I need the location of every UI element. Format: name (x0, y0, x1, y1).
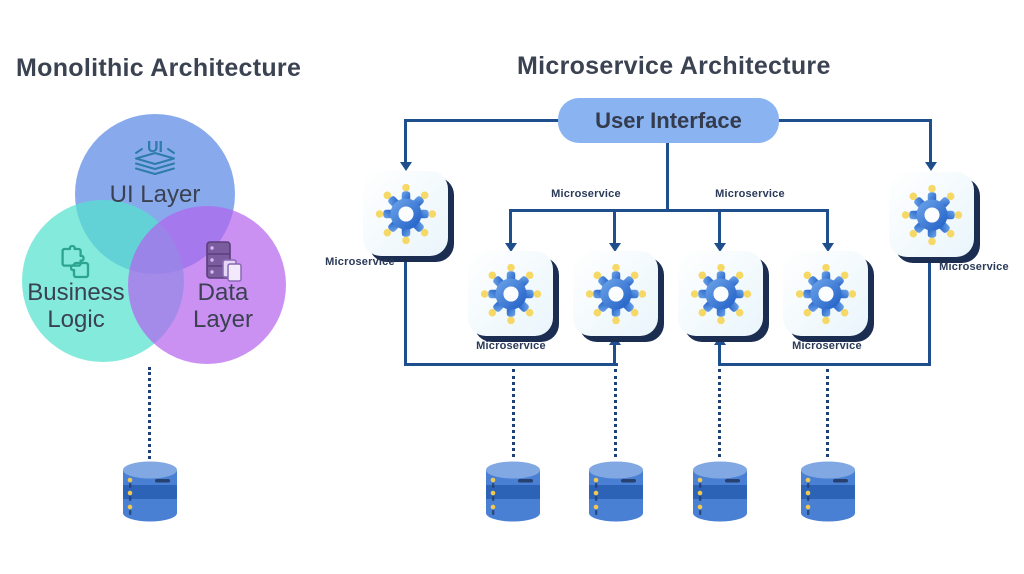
connector-line (404, 363, 618, 366)
connector-line (613, 345, 616, 366)
puzzle-icon (61, 244, 90, 279)
monolith-db-connector (148, 367, 151, 459)
user-interface-box: User Interface (558, 98, 779, 143)
database-icon (693, 461, 747, 522)
data-layer-label: Data Layer (192, 279, 254, 333)
connector-line (404, 119, 558, 122)
node-face (363, 171, 448, 256)
data-server-icon (206, 241, 242, 282)
connector-line (666, 141, 669, 212)
node-face (678, 251, 763, 336)
microservice-node-label: Microservice (325, 256, 395, 268)
connector-line (509, 209, 512, 245)
gear-icon (690, 263, 751, 324)
arrow-down-icon (400, 162, 412, 171)
user-interface-label: User Interface (595, 107, 742, 133)
data-layer-circle (128, 206, 286, 364)
gear-icon (375, 183, 436, 244)
ui-stack-icon: UI (135, 139, 175, 175)
arrow-down-icon (609, 243, 621, 252)
microservice-node (468, 251, 559, 342)
node-face (889, 172, 974, 257)
database-icon (123, 461, 177, 522)
microservice-branch-label: Microservice (551, 188, 621, 200)
business-logic-label: Business Logic (27, 279, 125, 333)
connector-line (718, 363, 931, 366)
connector-line (718, 345, 721, 366)
gear-icon (480, 263, 541, 324)
service-db-connector (718, 369, 721, 457)
arrow-down-icon (925, 162, 937, 171)
database-icon (801, 461, 855, 522)
database-icon (486, 461, 540, 522)
microservice-node (889, 172, 980, 263)
ui-layer-label: UI Layer (109, 181, 201, 208)
microservice-branch-label: Microservice (715, 188, 785, 200)
microservice-node (363, 171, 454, 262)
service-db-connector (512, 369, 515, 457)
arrow-down-icon (505, 243, 517, 252)
arrow-down-icon (822, 243, 834, 252)
microservice-node (573, 251, 664, 342)
gear-icon (795, 263, 856, 324)
microservice-node-label: Microservice (476, 340, 546, 352)
microservice-node (783, 251, 874, 342)
microservice-node-label: Microservice (939, 261, 1009, 273)
svg-text:UI: UI (147, 139, 163, 156)
connector-line (509, 209, 829, 212)
node-face (468, 251, 553, 336)
connector-line (929, 119, 932, 164)
connector-line (404, 256, 407, 366)
connector-line (928, 257, 931, 366)
connector-line (779, 119, 932, 122)
arrow-down-icon (714, 243, 726, 252)
monolithic-title: Monolithic Architecture (16, 54, 302, 82)
service-db-connector (826, 369, 829, 457)
gear-icon (585, 263, 646, 324)
connector-line (826, 209, 829, 245)
service-db-connector (614, 369, 617, 457)
microservice-node-label: Microservice (792, 340, 862, 352)
connector-line (404, 119, 407, 164)
connector-line (613, 209, 616, 245)
node-face (573, 251, 658, 336)
database-icon (589, 461, 643, 522)
microservice-node (678, 251, 769, 342)
microservice-title: Microservice Architecture (517, 52, 831, 80)
node-face (783, 251, 868, 336)
gear-icon (901, 184, 962, 245)
connector-line (718, 209, 721, 245)
